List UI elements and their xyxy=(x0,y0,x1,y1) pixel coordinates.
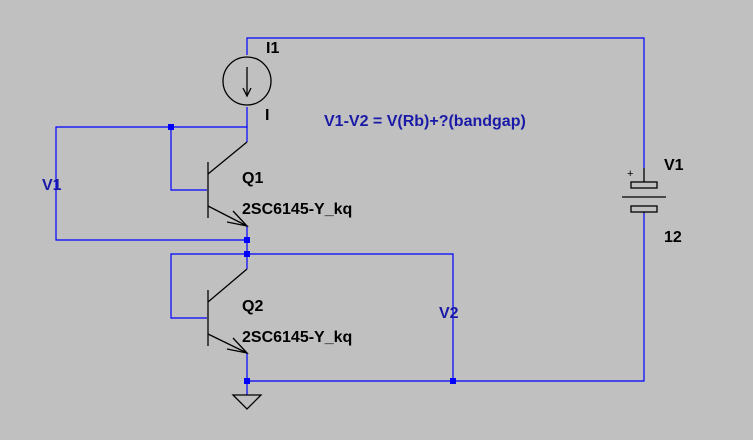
junction-dot xyxy=(244,237,250,243)
battery-name: V1 xyxy=(664,157,684,174)
ground-icon xyxy=(231,394,263,410)
net-label-v1[interactable]: V1 xyxy=(42,177,62,194)
junction-dot xyxy=(244,378,250,384)
q2-name: Q2 xyxy=(242,298,263,315)
transistor-q1[interactable] xyxy=(207,141,249,228)
junction-dot xyxy=(244,251,250,257)
wire-source-to-q1 xyxy=(171,107,248,128)
net-label-v2[interactable]: V2 xyxy=(439,305,459,322)
current-source-name: I1 xyxy=(266,40,279,57)
q2-model: 2SC6145-Y_kq xyxy=(242,329,352,346)
q1-model: 2SC6145-Y_kq xyxy=(242,201,352,218)
wire-q2-base xyxy=(170,253,454,381)
junction-dot xyxy=(450,378,456,384)
q2-emitter-arrow-icon xyxy=(226,337,249,355)
wire-v1-probe xyxy=(55,126,247,241)
battery-plate-bottom xyxy=(630,205,658,213)
q1-name: Q1 xyxy=(242,170,263,187)
wire-top-rail xyxy=(246,37,645,168)
battery-v1[interactable] xyxy=(622,168,666,213)
current-source-circle xyxy=(222,56,272,106)
q2-collector-lead xyxy=(207,268,248,303)
wire-q1-base xyxy=(170,127,207,191)
battery-plate-top xyxy=(630,181,658,189)
q2-emitter-lead xyxy=(207,333,248,354)
battery-value: 12 xyxy=(664,229,682,246)
current-source-i1[interactable] xyxy=(222,56,272,106)
q1-collector-lead xyxy=(207,141,248,175)
junction-dot xyxy=(168,124,174,130)
transistor-q2[interactable] xyxy=(207,268,249,355)
junctions xyxy=(168,124,456,384)
battery-polarity: + xyxy=(627,168,633,180)
q1-emitter-arrow-icon xyxy=(226,210,249,228)
current-source-value: I xyxy=(265,107,269,124)
q1-emitter-lead xyxy=(207,205,248,227)
wires xyxy=(55,37,645,395)
wire-battery-to-ground xyxy=(247,213,645,382)
arrow-down-icon xyxy=(242,87,252,98)
annotation-text[interactable]: V1-V2 = V(Rb)+?(bandgap) xyxy=(324,113,526,130)
